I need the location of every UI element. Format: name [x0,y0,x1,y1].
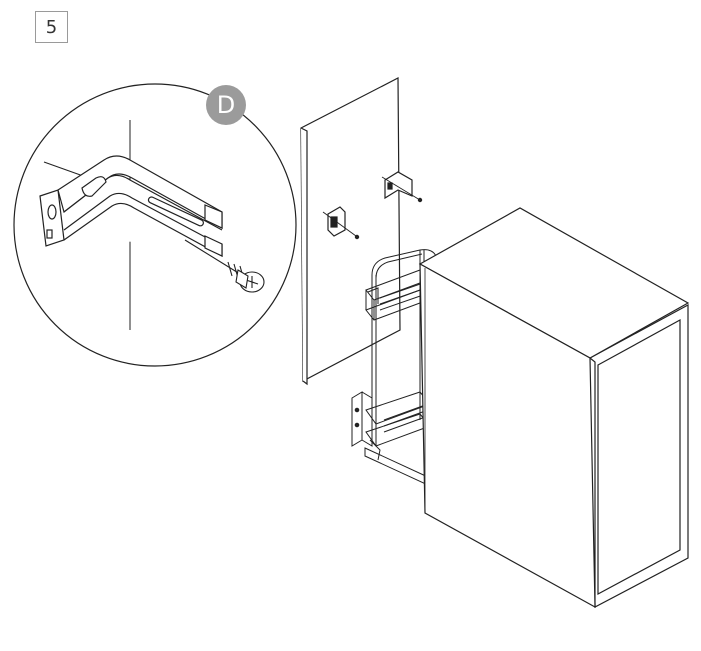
side-panel [300,77,423,386]
part-label: D [216,91,236,119]
part-badge: D [206,85,246,125]
bracket-icon [39,155,223,258]
screw-icon [184,239,265,293]
wire-basket [351,249,437,487]
bracket-icon [381,171,423,203]
bracket-icon [322,206,360,240]
detail-callout [13,83,297,367]
bracket-icon [351,391,373,447]
cabinet [418,207,690,609]
step-number: 5 [45,16,58,38]
step-number-box: 5 [35,11,68,43]
